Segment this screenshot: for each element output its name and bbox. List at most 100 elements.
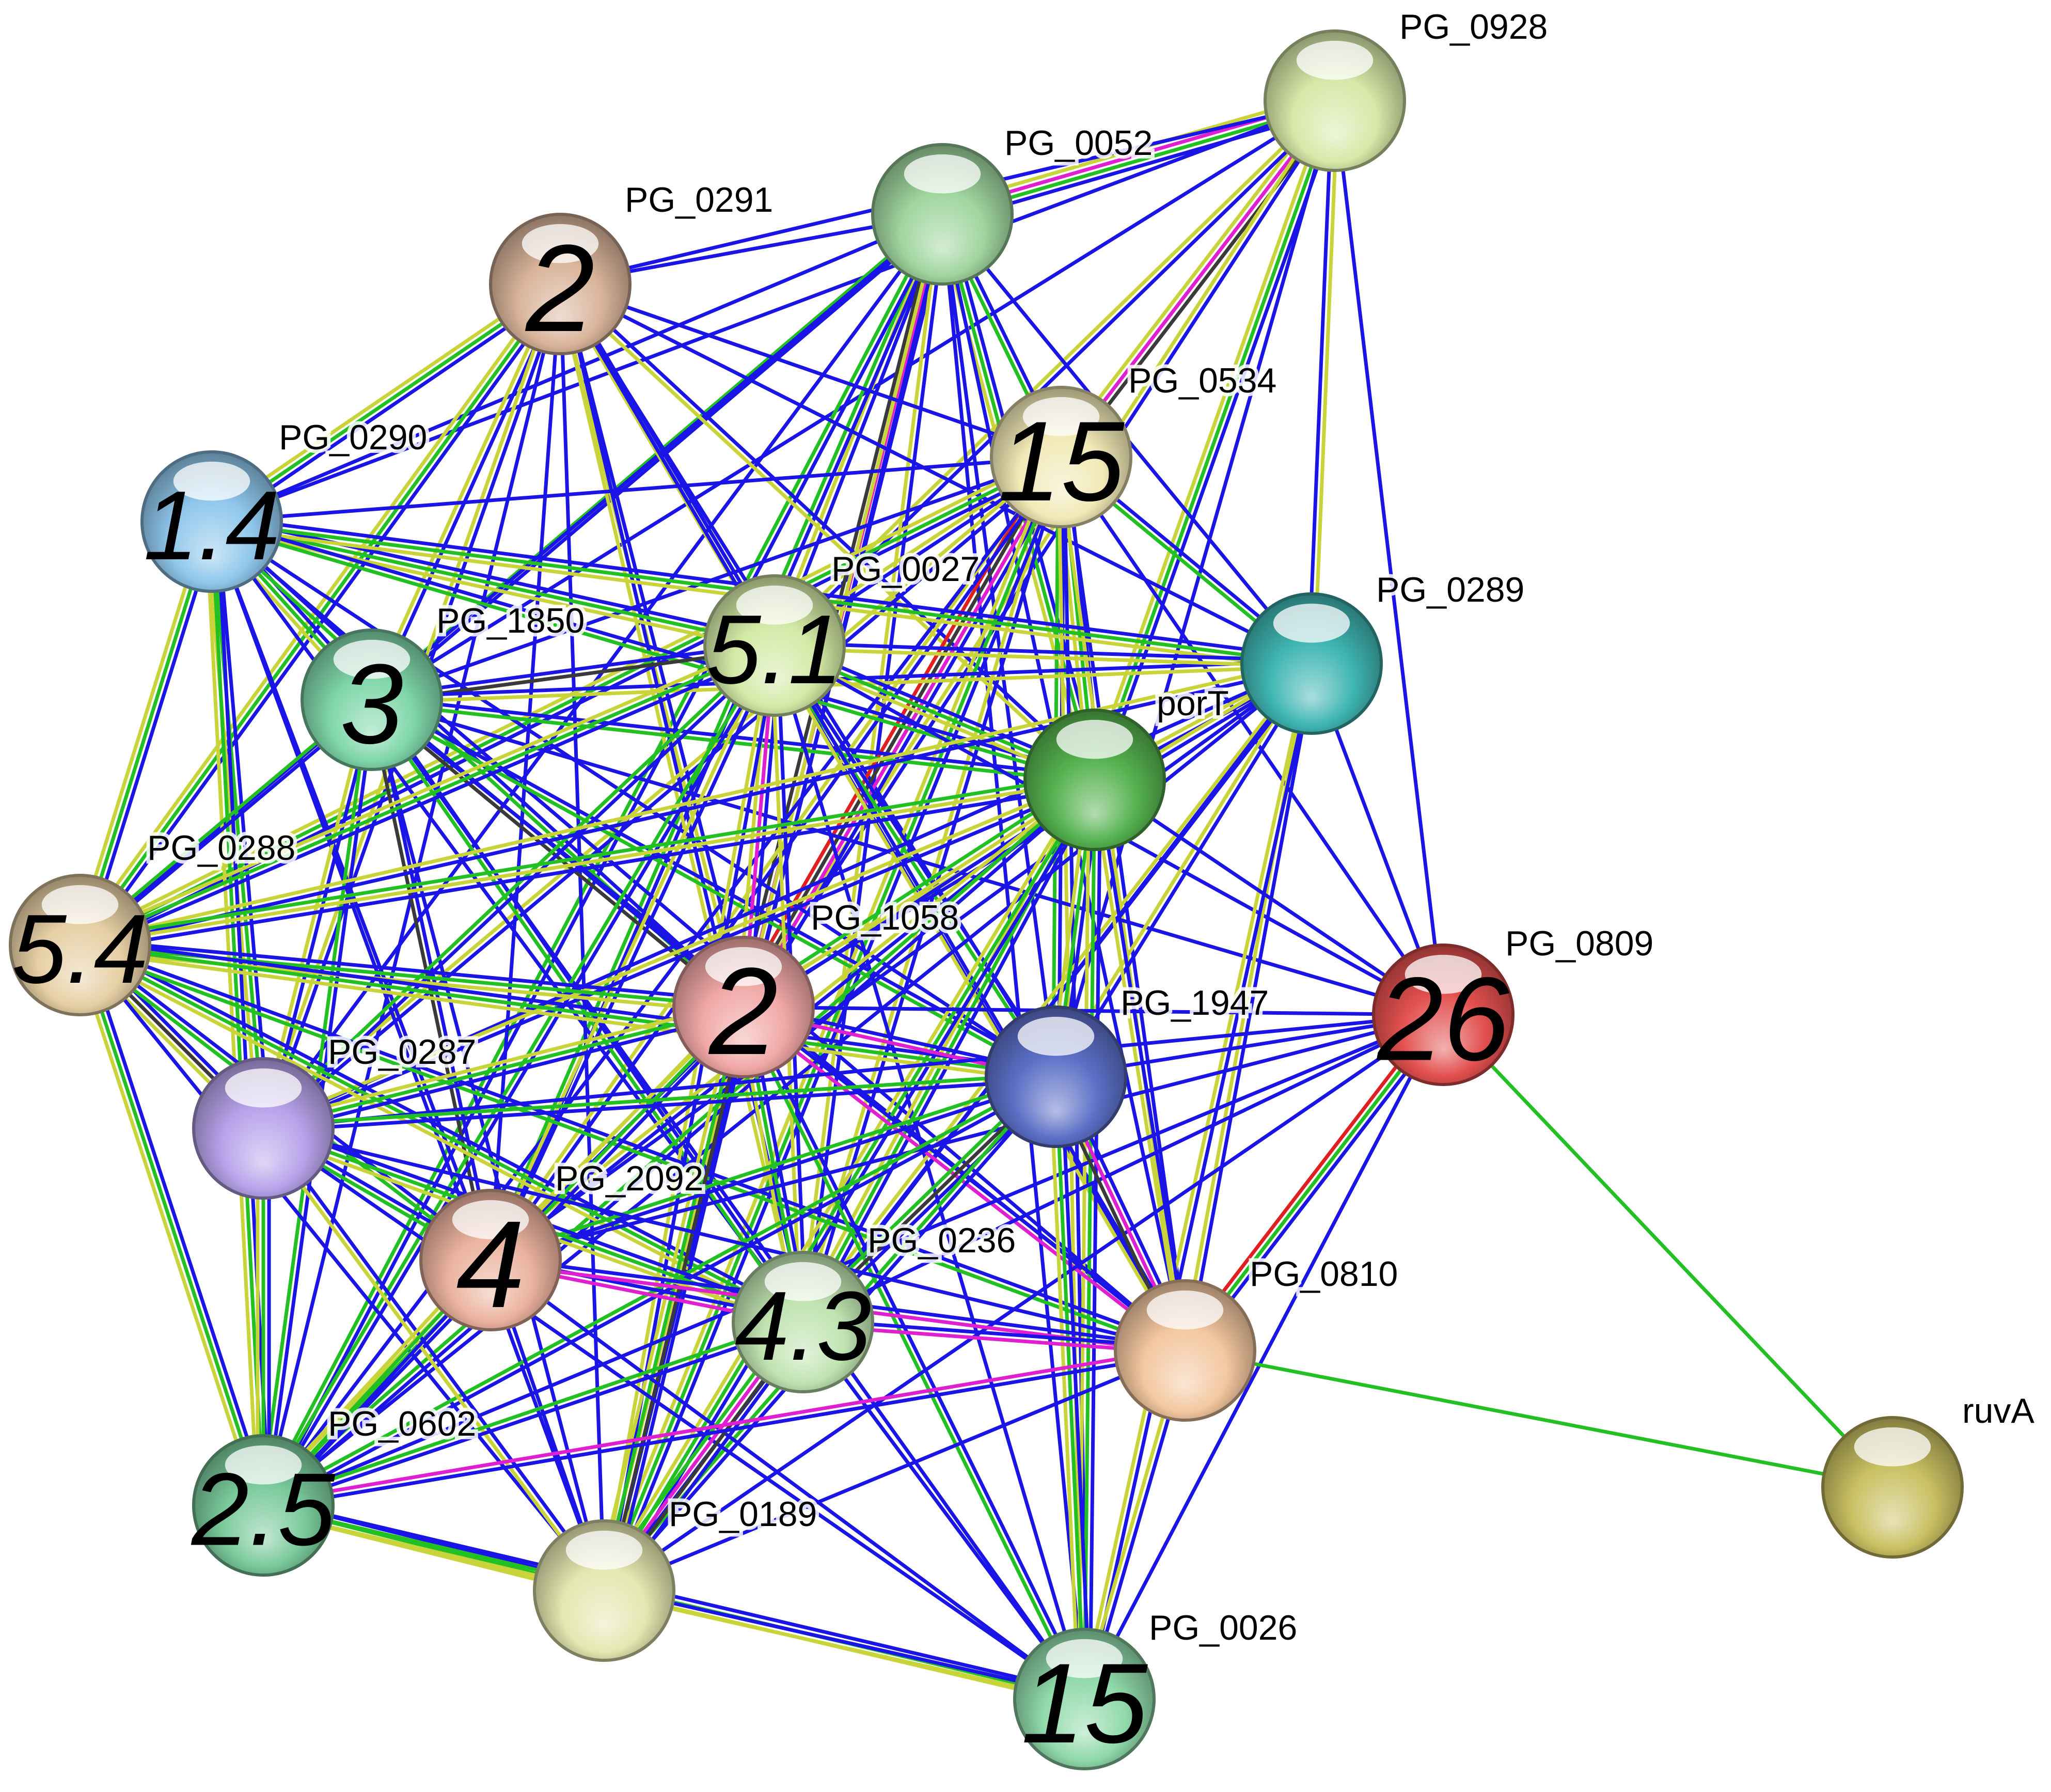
edge-PG_0534-PG_0602-blue — [261, 455, 1063, 1507]
node-ruvA[interactable] — [1821, 1416, 1964, 1559]
edge-PG_0809-PG_0602-blue — [261, 1013, 1445, 1507]
edge-PG_0189-PG_0026-blue — [603, 1586, 1087, 1699]
node-label-PG_0026: PG_0026 — [1149, 1608, 1297, 1647]
node-PG_0288[interactable]: 5.4 — [9, 874, 151, 1016]
edge-PG_1850-PG_0189-blue — [370, 698, 606, 1593]
edge-PG_0290-porT-blue — [211, 517, 1098, 779]
node-label-PG_0027: PG_0027 — [831, 549, 980, 589]
node-highlight-PG_0236 — [764, 1262, 842, 1301]
edge-porT-PG_0288-yellow — [78, 778, 1097, 947]
node-label-PG_1058: PG_1058 — [811, 898, 959, 937]
edge-PG_0289-PG_0810-blue — [1186, 662, 1316, 1353]
edge-PG_0290-PG_0288-blue — [84, 521, 219, 949]
edge-PG_0809-PG_0236-blue — [801, 1013, 1445, 1324]
node-highlight-PG_2092 — [452, 1200, 529, 1239]
edge-PG_0809-PG_2092-blue — [488, 1013, 1445, 1262]
node-number-PG_0236: 4.3 — [735, 1271, 871, 1381]
edge-PG_1058-PG_0287-blue — [263, 1011, 747, 1136]
edge-PG_1058-PG_0287-green — [261, 1005, 746, 1130]
edge-PG_0288-PG_0236-green — [78, 943, 805, 1324]
edge-PG_0928-PG_0534-yellow — [1054, 95, 1332, 455]
edge-PG_0287-PG_0026-blue — [261, 1126, 1086, 1701]
edge-PG_0291-PG_1850-yellow — [367, 281, 560, 701]
node-PG_0287[interactable] — [192, 1057, 335, 1200]
edge-PG_0287-PG_0810-blue — [261, 1126, 1187, 1353]
node-PG_0291[interactable]: 2 — [489, 213, 632, 357]
node-PG_1947[interactable] — [985, 1005, 1127, 1148]
node-PG_1850[interactable]: 3 — [301, 628, 443, 771]
node-PG_0236[interactable]: 4.3 — [732, 1251, 874, 1393]
node-PG_0026[interactable]: 15 — [1013, 1628, 1156, 1770]
edge-PG_0534-PG_0288-green — [78, 455, 1063, 947]
node-PG_2092[interactable]: 4 — [419, 1189, 562, 1333]
node-number-PG_0026: 15 — [1021, 1640, 1148, 1767]
edge-PG_0027b-PG_0602-blue — [264, 645, 779, 1509]
node-label-PG_0291: PG_0291 — [625, 180, 773, 219]
node-PG_0027b[interactable]: 5.1 — [703, 574, 846, 717]
node-PG_0052[interactable] — [871, 143, 1014, 286]
edge-PG_0027b-PG_0289-yellow — [772, 646, 1314, 668]
edge-PG_0534-PG_0290-blue — [210, 455, 1063, 524]
edge-PG_0052-PG_0236-blue — [803, 213, 947, 1325]
edge-PG_0290-PG_0602-yellow — [204, 520, 260, 1508]
node-PG_0810[interactable] — [1114, 1279, 1256, 1422]
node-PG_0189[interactable] — [533, 1519, 675, 1662]
node-PG_0602[interactable]: 2.5 — [191, 1434, 336, 1577]
node-label-PG_0602: PG_0602 — [328, 1404, 476, 1443]
edge-PG_0027b-PG_2092-yellow — [486, 642, 774, 1261]
edge-porT-PG_0287-blue — [262, 780, 1098, 1133]
node-label-PG_0287: PG_0287 — [328, 1032, 476, 1072]
edge-PG_0290-PG_0027b-blue — [211, 514, 778, 642]
edge-PG_1947-PG_0287-blue — [261, 1077, 1058, 1133]
edge-PG_0928-PG_0809-blue — [1333, 99, 1445, 1017]
edge-PG_0287-PG_0189-blue — [263, 1125, 608, 1591]
labels-layer: PG_0928PG_0052PG_0291PG_0534PG_0290PG_00… — [144, 4, 2038, 1651]
edge-porT-PG_0026-green — [1082, 778, 1097, 1701]
node-highlight-PG_0026 — [1046, 1639, 1123, 1678]
edge-PG_1947-PG_2092-blue — [490, 1077, 1059, 1265]
node-highlight-PG_0534 — [1022, 397, 1100, 436]
nodes-layer: 2 15 1.43 5.1 5.4 2 26 4 4.3 2.5 15 — [9, 29, 1964, 1770]
node-label-PG_1850: PG_1850 — [436, 601, 585, 640]
edge-PG_0289-PG_0288-yellow — [77, 659, 1313, 945]
edge-PG_0288-PG_0602-green — [78, 943, 265, 1507]
node-label-PG_0928: PG_0928 — [1399, 7, 1548, 46]
edge-PG_0288-PG_1947-green — [78, 943, 1058, 1079]
edge-PG_1058-PG_0026-blue — [744, 1004, 1089, 1700]
edge-PG_0052-PG_1947-blue — [940, 212, 1058, 1079]
node-PG_0928[interactable] — [1264, 29, 1406, 172]
node-highlight-PG_0289 — [1273, 603, 1350, 643]
edge-PG_0810-PG_0602-magenta — [261, 1346, 1187, 1505]
edge-PG_0534-PG_0810-blue — [1062, 454, 1190, 1352]
edge-PG_0534-PG_1058-black — [739, 453, 1061, 1008]
node-PG_0534[interactable]: 15 — [990, 386, 1132, 528]
edge-PG_0289-PG_0236-yellow — [799, 660, 1312, 1323]
edge-PG_0288-PG_0810-blue — [79, 940, 1188, 1350]
node-number-PG_0809: 26 — [1376, 953, 1509, 1086]
node-highlight-PG_1058 — [705, 947, 782, 986]
node-PG_0809[interactable]: 26 — [1372, 944, 1514, 1086]
edge-PG_0027b-PG_0288-green — [78, 643, 777, 947]
node-PG_1058[interactable]: 2 — [672, 936, 815, 1080]
node-number-PG_0290: 1.4 — [144, 471, 280, 580]
edge-PG_0027b-PG_2092-blue — [491, 645, 779, 1263]
node-PG_0289[interactable] — [1240, 592, 1383, 735]
edge-PG_1850-PG_1947-blue — [371, 695, 1060, 1076]
node-PG_0290[interactable]: 1.4 — [140, 450, 283, 593]
edge-PG_0809-PG_0026-blue — [1082, 1013, 1445, 1701]
node-label-PG_0290: PG_0290 — [279, 418, 427, 457]
edge-PG_2092-PG_0026-blue — [488, 1258, 1086, 1701]
edge-PG_0288-PG_0810-green — [77, 946, 1186, 1355]
edge-PG_0288-PG_1058-blue — [78, 937, 746, 1003]
edge-porT-PG_0026-yellow — [1077, 778, 1091, 1701]
node-number-PG_2092: 4 — [456, 1195, 525, 1333]
edge-PG_0288-PG_1947-blue — [78, 937, 1059, 1073]
node-highlight-ruvA — [1854, 1427, 1931, 1467]
edge-PG_0928-PG_0534-black — [1064, 102, 1342, 463]
edge-PG_0027b-PG_0288-yellow — [76, 638, 775, 942]
node-label-PG_0236: PG_0236 — [867, 1221, 1016, 1260]
edge-porT-PG_0288-blue — [79, 783, 1098, 953]
edge-PG_0928-PG_1850-blue — [370, 99, 1337, 702]
node-porT[interactable] — [1023, 709, 1166, 851]
